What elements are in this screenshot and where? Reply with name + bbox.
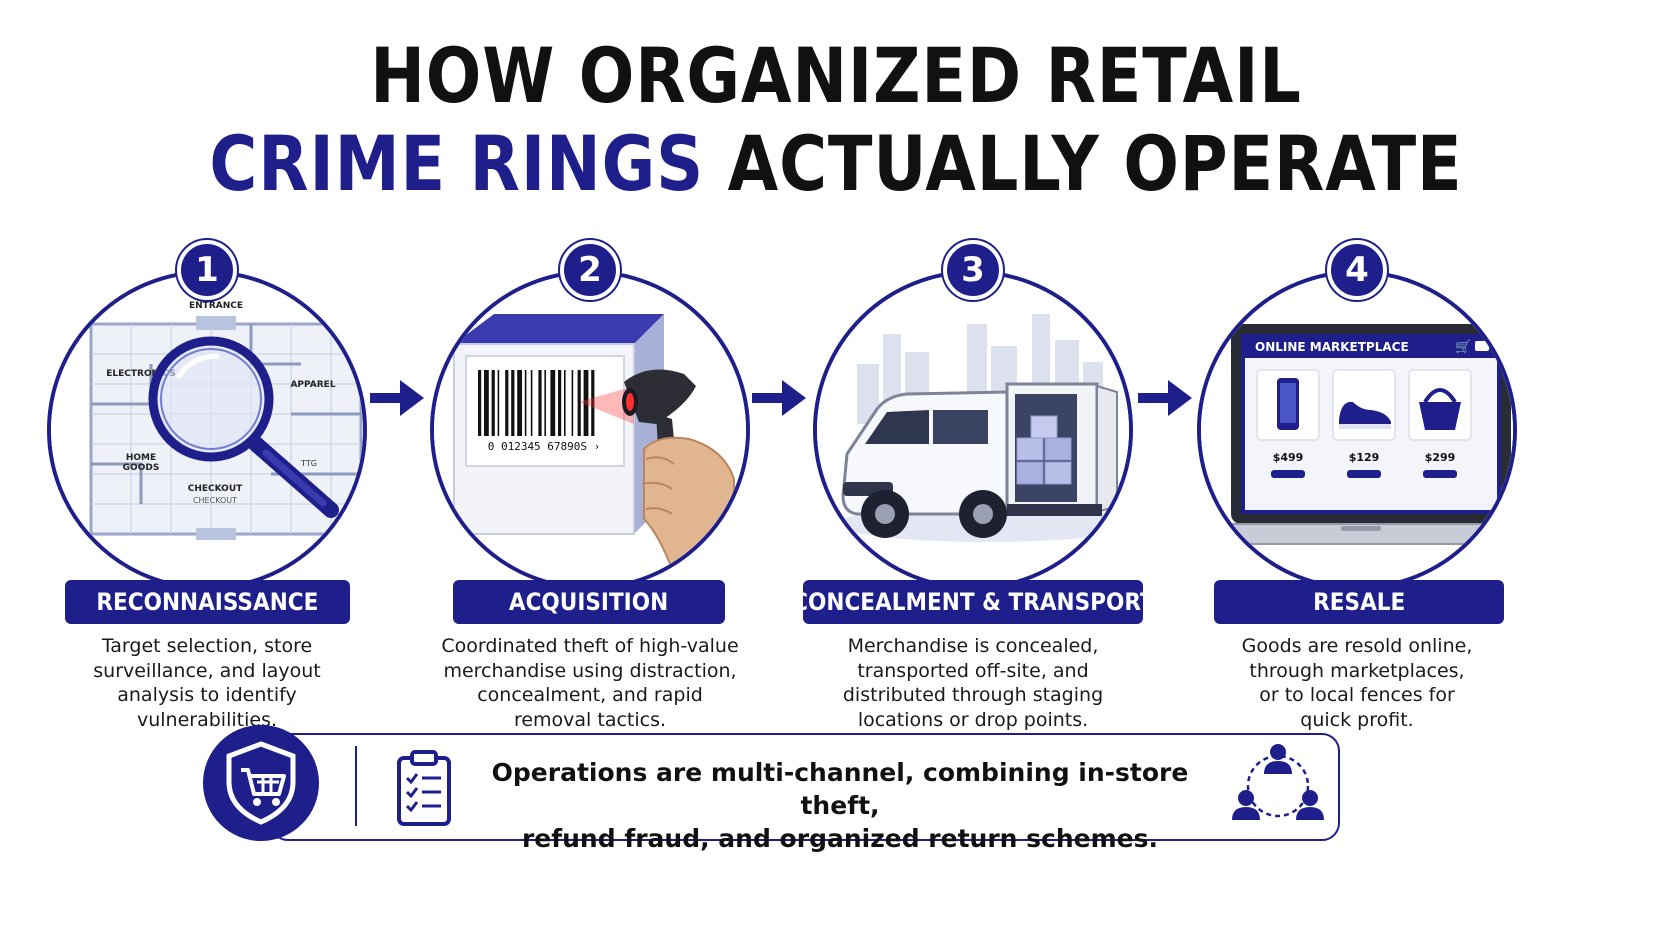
arrow-right-icon [370, 380, 424, 416]
step-label-resale: RESALE [1214, 580, 1504, 624]
store-floorplan-magnifier-icon: ENTRANCE ELECTRONICS APPAREL HOME GOODS … [47, 270, 367, 590]
map-label-partial: TTG [300, 459, 317, 468]
price-label: $129 [1349, 451, 1380, 464]
divider [355, 746, 357, 826]
shield-cart-icon [203, 725, 319, 841]
phone-icon [1277, 378, 1299, 430]
step-concealment-transport: 3 CONCE [773, 240, 1173, 740]
price-label: $299 [1425, 451, 1456, 464]
buy-button [1423, 470, 1457, 478]
sneaker-icon [1339, 401, 1391, 429]
summary-text: Operations are multi-channel, combining … [491, 758, 1189, 853]
step-number-badge: 2 [560, 240, 620, 300]
step-number-badge: 1 [177, 240, 237, 300]
step-resale: 4 ONLINE MARKETPLACE 🛒 [1157, 240, 1557, 740]
title-line-1: HOW ORGANIZED RETAIL [370, 31, 1302, 120]
map-label-checkout: CHECKOUT [188, 484, 243, 494]
step-label-reconnaissance: RECONNAISSANCE [65, 580, 350, 624]
title-rest: ACTUALLY OPERATE [704, 119, 1463, 208]
step-acquisition: 2 0 012345 67890S › ACQUISITION Coordina… [390, 240, 790, 740]
map-label-goods: GOODS [123, 463, 160, 473]
cargo-van-icon [813, 270, 1133, 590]
price-label: $499 [1273, 451, 1304, 464]
step-reconnaissance: 1 ENTRANCE ELECTRONICS APPAREL HOME [7, 240, 407, 740]
handbag-icon [1419, 388, 1461, 430]
title-accent: CRIME RINGS [209, 119, 705, 208]
map-label-entrance: ENTRANCE [189, 301, 243, 311]
barcode-scanner-icon: 0 012345 67890S › [430, 270, 750, 590]
step-number-badge: 3 [943, 240, 1003, 300]
marketplace-header: ONLINE MARKETPLACE [1255, 340, 1409, 354]
arrow-right-icon [1138, 380, 1192, 416]
map-label-checkout-sign: CHECKOUT [193, 496, 237, 505]
buy-button [1347, 470, 1381, 478]
barcode-number: 0 012345 67890S › [488, 440, 601, 453]
people-network-icon [1232, 744, 1324, 820]
laptop-marketplace-icon: ONLINE MARKETPLACE 🛒 $499 $129 $299 [1197, 270, 1517, 590]
step-desc-concealment-transport: Merchandise is concealed,transported off… [842, 635, 1104, 731]
step-desc-resale: Goods are resold online,through marketpl… [1241, 635, 1473, 731]
clipboard-checklist-icon [397, 750, 451, 826]
title-line-2: CRIME RINGS ACTUALLY OPERATE [117, 126, 1555, 202]
cart-icon: 🛒 [1455, 339, 1471, 355]
map-label-electronics: ELECTRONICS [106, 369, 176, 379]
step-number-badge: 4 [1327, 240, 1387, 300]
map-label-home: HOME [126, 453, 156, 463]
buy-button [1271, 470, 1305, 478]
arrow-right-icon [752, 380, 806, 416]
map-label-apparel: APPAREL [290, 380, 335, 390]
step-label-acquisition: ACQUISITION [453, 580, 725, 624]
chat-icon [1475, 341, 1489, 351]
step-label-concealment-transport: CONCEALMENT & TRANSPORT [792, 580, 1154, 624]
